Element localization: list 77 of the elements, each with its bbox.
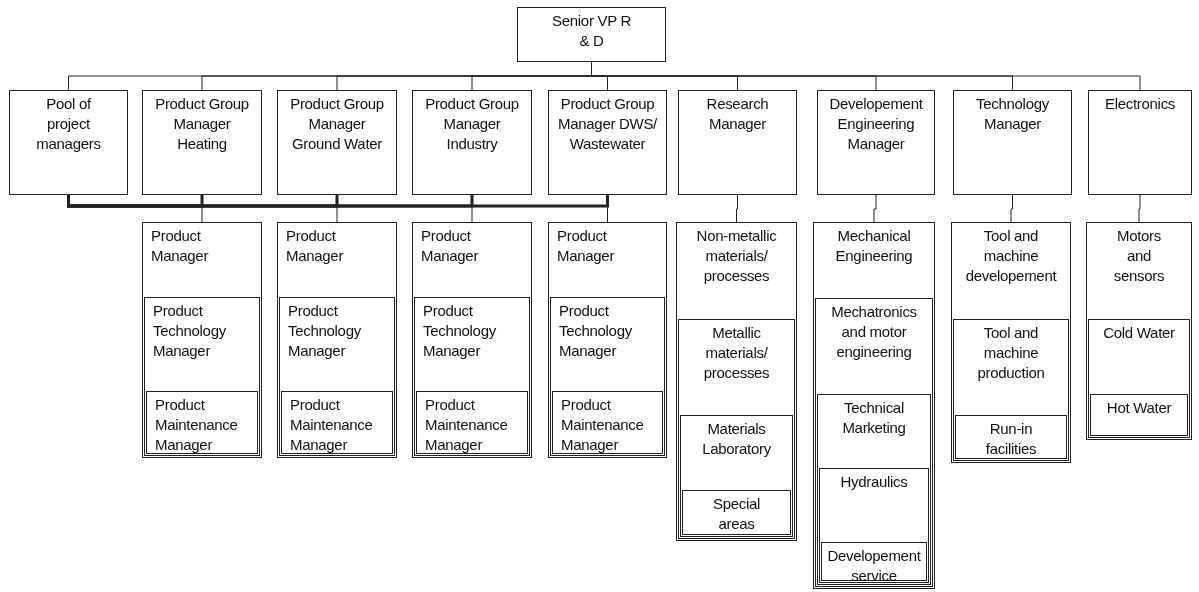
- org-box: [517, 7, 666, 62]
- connector-line: [736, 194, 738, 223]
- org-box: [550, 297, 665, 456]
- org-box: [815, 298, 933, 587]
- role-label: Technical Marketing: [841, 398, 907, 438]
- org-box: [144, 297, 260, 456]
- role-label: Developement service: [826, 546, 922, 586]
- org-box: [146, 391, 258, 454]
- role-label: Special areas: [711, 494, 762, 534]
- org-box: [676, 222, 797, 541]
- org-box: [412, 90, 532, 195]
- org-box: [548, 222, 667, 458]
- org-box: [953, 319, 1069, 461]
- role-label: Motors and sensors: [1112, 226, 1166, 286]
- org-box: [281, 391, 393, 454]
- role-label: Product Manager: [150, 226, 210, 266]
- role-label: Tool and machine developement: [964, 226, 1058, 286]
- role-label: Product Group Manager Ground Water: [289, 94, 385, 154]
- role-label: Product Technology Manager: [558, 301, 633, 361]
- role-label: Pool of project managers: [35, 94, 102, 154]
- connector-line: [1138, 194, 1141, 223]
- role-label: Product Manager: [556, 226, 616, 266]
- org-box: [819, 468, 929, 583]
- org-box: [1088, 90, 1192, 195]
- org-box: [277, 222, 397, 458]
- role-label: Mechatronics and motor engineering: [830, 302, 918, 362]
- role-label: Product Maintenance Manager: [424, 395, 509, 455]
- role-label: Research Manager: [705, 94, 770, 134]
- role-label: Product Maintenance Manager: [289, 395, 374, 455]
- org-box: [416, 391, 528, 454]
- role-label: Product Technology Manager: [152, 301, 227, 361]
- role-label: Tool and machine production: [976, 323, 1046, 383]
- org-box: [279, 297, 395, 456]
- role-label: Product Group Manager DWS/ Wastewater: [557, 94, 658, 154]
- org-box: [817, 90, 935, 195]
- org-box: [552, 391, 663, 454]
- role-label: Developement Engineering Manager: [828, 94, 924, 154]
- org-box: [682, 490, 791, 535]
- role-label: Product Maintenance Manager: [560, 395, 645, 455]
- org-box: [951, 222, 1071, 463]
- role-label: Hydraulics: [839, 472, 909, 492]
- role-label: Product Manager: [285, 226, 345, 266]
- role-label: Non-metallic materials/ processes: [695, 226, 778, 286]
- org-box: [412, 222, 532, 458]
- role-label: Mechanical Engineering: [834, 226, 914, 266]
- org-box: [548, 90, 667, 195]
- org-box: [678, 90, 797, 195]
- role-label: Hot Water: [1105, 398, 1173, 418]
- role-label: Metallic materials/ processes: [702, 323, 771, 383]
- role-label: Product Manager: [420, 226, 480, 266]
- org-box: [953, 90, 1072, 195]
- role-label: Product Maintenance Manager: [154, 395, 239, 455]
- org-box: [1088, 319, 1190, 438]
- org-box: [414, 297, 530, 456]
- org-box: [813, 222, 935, 589]
- connector-line: [873, 194, 877, 223]
- role-label: Materials Laboratory: [701, 419, 772, 459]
- org-box: [955, 415, 1067, 459]
- role-label: Senior VP R & D: [551, 11, 632, 51]
- role-label: Technology Manager: [975, 94, 1050, 134]
- org-box: [1090, 394, 1188, 436]
- role-label: Electronics: [1103, 94, 1177, 114]
- connector-line: [1010, 194, 1013, 223]
- org-box: [680, 415, 793, 537]
- role-label: Product Group Manager Industry: [424, 94, 520, 154]
- org-box: [142, 90, 262, 195]
- role-label: Cold Water: [1102, 323, 1176, 343]
- role-label: Product Technology Manager: [287, 301, 362, 361]
- org-box: [142, 222, 262, 458]
- role-label: Product Technology Manager: [422, 301, 497, 361]
- connector-line: [67, 195, 609, 208]
- org-box: [1086, 222, 1192, 440]
- org-box: [277, 90, 397, 195]
- role-label: Product Group Manager Heating: [154, 94, 250, 154]
- org-box: [9, 90, 128, 195]
- role-label: Run-in facilities: [984, 419, 1038, 459]
- org-box: [678, 319, 795, 539]
